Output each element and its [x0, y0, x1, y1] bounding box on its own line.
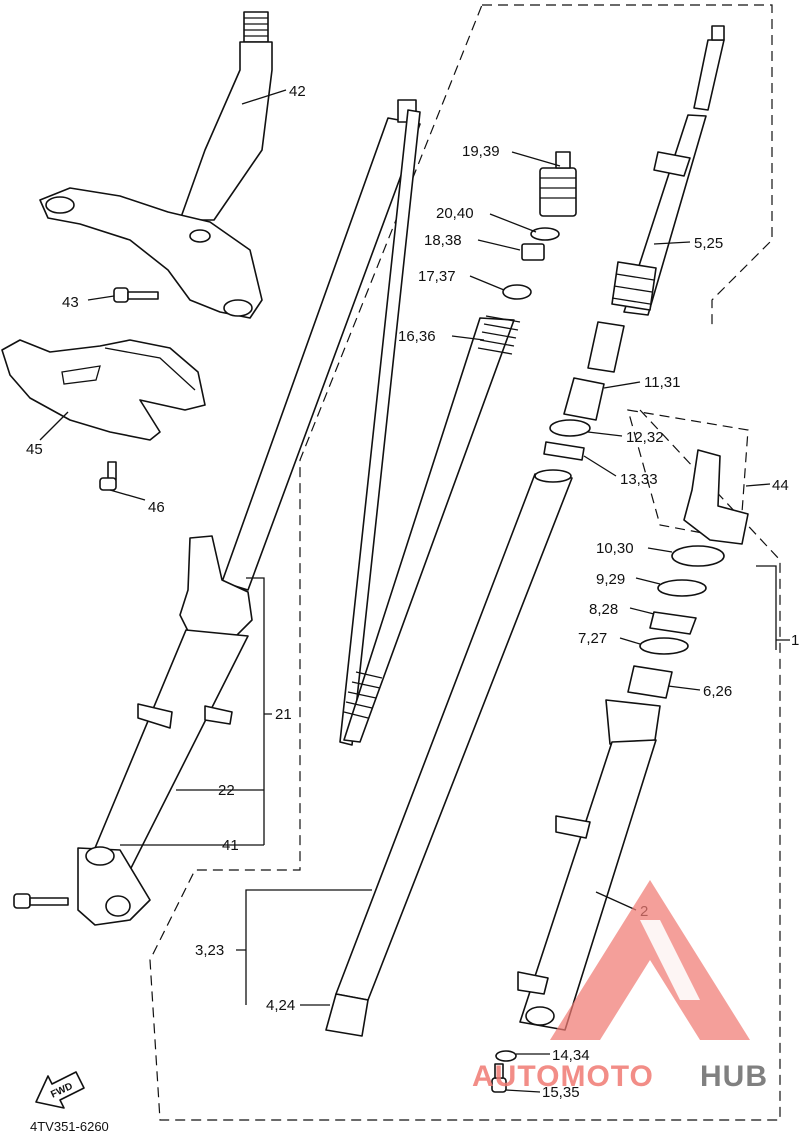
- callout-8-28: 8,28: [589, 601, 618, 618]
- callout-45: 45: [26, 441, 43, 458]
- watermark-text-secondary: HUB: [700, 1060, 768, 1093]
- copper-washer: [495, 1050, 517, 1062]
- callout-10-30: 10,30: [596, 540, 634, 557]
- callout-6-26: 6,26: [703, 683, 732, 700]
- callout-12-32: 12,32: [626, 429, 664, 446]
- nut: [521, 243, 545, 261]
- fork-cover: [1, 339, 206, 441]
- assembly-boundary-outer: [149, 4, 781, 1121]
- dust-seal: [671, 545, 725, 567]
- callout-4-24: 4,24: [266, 997, 295, 1014]
- cover-bolt: [99, 461, 117, 491]
- drain-bolt: [491, 1063, 507, 1093]
- callout-43: 43: [62, 294, 79, 311]
- watermark-text-primary: AUTOMOTO: [472, 1060, 654, 1093]
- watermark: AUTOMOTO HUB: [472, 880, 768, 1093]
- washer: [502, 284, 532, 300]
- fwd-arrow: FWD: [35, 1071, 85, 1109]
- washer-12: [549, 419, 591, 437]
- callout-15-35: 15,35: [542, 1084, 580, 1101]
- drawing-code: 4TV351-6260: [30, 1119, 109, 1134]
- callout-3-23: 3,23: [195, 942, 224, 959]
- callout-5-25: 5,25: [694, 235, 723, 252]
- callout-20-40: 20,40: [436, 205, 474, 222]
- fork-spring-long: [343, 315, 521, 743]
- callout-19-39: 19,39: [462, 143, 500, 160]
- callout-7-27: 7,27: [578, 630, 607, 647]
- callout-22: 22: [218, 782, 235, 799]
- callout-44: 44: [772, 477, 789, 494]
- bushing-13: [543, 441, 585, 461]
- callout-41: 41: [222, 837, 239, 854]
- oil-lock-piece: [587, 321, 625, 373]
- callout-labels: 42 43 45 46 21 22 41 3,23 4,24 19,39 20,…: [26, 83, 799, 1101]
- callout-9-29: 9,29: [596, 571, 625, 588]
- damper-cylinder: [611, 25, 725, 316]
- callout-1: 1: [791, 632, 799, 649]
- leader-lines: [39, 89, 790, 1093]
- fork-guard: [683, 449, 749, 545]
- retaining-clip: [657, 579, 707, 597]
- callout-18-38: 18,38: [424, 232, 462, 249]
- damper-rod: [339, 109, 421, 746]
- oil-seal: [649, 611, 697, 635]
- callout-17-37: 17,37: [418, 268, 456, 285]
- callout-46: 46: [148, 499, 165, 516]
- cap-bolt: [539, 151, 577, 217]
- callout-14-34: 14,34: [552, 1047, 590, 1064]
- washer-7: [639, 637, 689, 655]
- callout-13-33: 13,33: [620, 471, 658, 488]
- callout-42: 42: [289, 83, 306, 100]
- steering-stem: [39, 11, 273, 319]
- right-inner-tube: [325, 469, 573, 1037]
- pinch-bolt: [113, 287, 159, 303]
- right-outer-tube: [517, 699, 661, 1031]
- o-ring: [530, 227, 560, 241]
- slide-bushing: [563, 377, 605, 421]
- guide-bushing: [627, 665, 673, 699]
- callout-11-31: 11,31: [644, 374, 680, 391]
- callout-16-36: 16,36: [398, 328, 436, 345]
- callout-21: 21: [275, 706, 292, 723]
